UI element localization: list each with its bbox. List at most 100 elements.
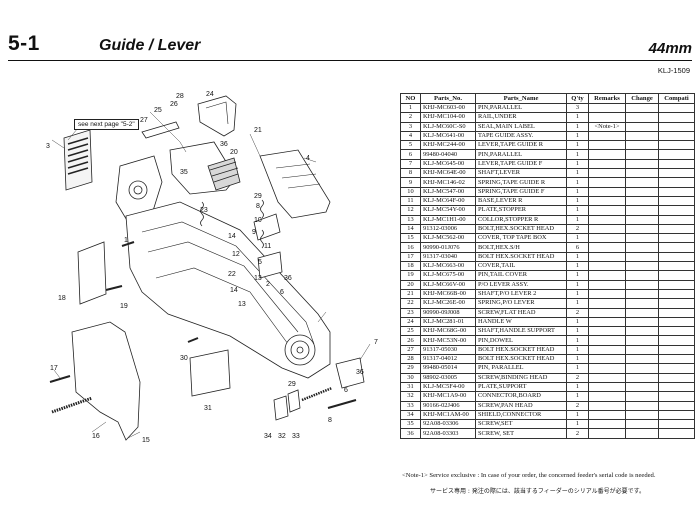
cell-change	[625, 279, 659, 290]
svg-text:19: 19	[120, 303, 128, 310]
cell-no: 9	[400, 177, 421, 188]
cell-remarks	[588, 242, 626, 253]
cell-part-no: KLJ-MC66V-00	[420, 279, 476, 290]
cell-part-no: KHJ-MC66B-00	[420, 288, 476, 300]
cell-part-no: 90990-09J008	[420, 307, 476, 318]
cell-change	[625, 251, 659, 263]
cell-part-name: BOLT,HEX.S/H	[475, 242, 567, 253]
svg-text:26: 26	[170, 101, 178, 108]
cell-change	[625, 298, 659, 309]
cell-change	[625, 112, 659, 123]
cell-no: 16	[400, 242, 421, 253]
cell-part-no: KHJ-MC1A9-00	[420, 391, 476, 402]
service-note-japanese: サービス専用 : 発注の際には、該当するフィーダーのシリアル番号が必要です。	[430, 488, 646, 495]
cell-qty: 1	[566, 419, 589, 430]
cell-qty: 1	[566, 251, 589, 263]
cell-no: 34	[400, 409, 421, 421]
cell-change	[625, 335, 659, 346]
col-no: NO	[400, 93, 421, 104]
cell-remarks	[588, 363, 626, 374]
cell-change	[625, 270, 659, 281]
cell-part-no: 99480-04040	[420, 149, 476, 160]
svg-text:3: 3	[46, 143, 50, 150]
cell-compati	[658, 223, 695, 235]
cell-change	[625, 195, 659, 207]
cell-no: 25	[400, 326, 421, 337]
cell-qty: 1	[566, 279, 589, 290]
feeder-size: 44mm	[648, 40, 692, 57]
svg-text:12: 12	[232, 251, 240, 258]
cell-qty: 1	[566, 335, 589, 346]
cell-part-name: BOLT,HEX.SOCKET HEAD	[475, 223, 567, 235]
cell-compati	[658, 363, 695, 374]
svg-text:20: 20	[230, 149, 238, 156]
cell-change	[625, 391, 659, 402]
cell-change	[625, 261, 659, 272]
cell-remarks	[588, 279, 626, 290]
cell-qty: 1	[566, 391, 589, 402]
svg-text:25: 25	[154, 107, 162, 114]
cell-compati	[658, 112, 695, 123]
cell-part-no: KLJ-MC547-00	[420, 186, 476, 197]
cell-part-name: SHAFT,LEVER	[475, 168, 567, 179]
cell-compati	[658, 279, 695, 290]
cell-compati	[658, 158, 695, 170]
cell-part-no: KLJ-MC64F-00	[420, 195, 476, 207]
cell-remarks	[588, 149, 626, 160]
cell-qty: 1	[566, 233, 589, 244]
cell-qty: 1	[566, 261, 589, 272]
cell-part-name: SHAFT,P/O LEVER 2	[475, 288, 567, 300]
svg-text:23: 23	[200, 207, 208, 214]
col-change: Change	[625, 93, 659, 104]
cell-change	[625, 186, 659, 197]
cell-qty: 2	[566, 307, 589, 318]
cell-qty: 3	[566, 102, 589, 114]
cell-compati	[658, 149, 695, 160]
cell-compati	[658, 121, 695, 132]
cell-no: 24	[400, 316, 421, 328]
cell-part-name: PIN,PARALLEL	[475, 102, 567, 114]
cell-no: 3	[400, 121, 421, 132]
cell-remarks	[588, 102, 626, 114]
svg-text:7: 7	[374, 339, 378, 346]
cell-part-no: KLJ-MC1H1-00	[420, 214, 476, 225]
cell-compati	[658, 428, 695, 439]
cell-change	[625, 223, 659, 235]
cell-part-no: 92A08-03306	[420, 419, 476, 430]
cell-part-name: LEVER,TAPE GUIDE F	[475, 158, 567, 170]
svg-text:24: 24	[206, 91, 214, 98]
cell-no: 2	[400, 112, 421, 123]
cell-qty: 1	[566, 149, 589, 160]
svg-text:30: 30	[180, 355, 188, 362]
cell-qty: 1	[566, 381, 589, 393]
cell-compati	[658, 233, 695, 244]
cell-compati	[658, 205, 695, 216]
cell-remarks	[588, 223, 626, 235]
cell-remarks	[588, 288, 626, 300]
cell-no: 8	[400, 168, 421, 179]
col-qty: Q'ty	[566, 93, 589, 104]
cell-part-no: KHJ-MC244-00	[420, 140, 476, 151]
cell-remarks	[588, 168, 626, 179]
header-rule	[8, 60, 692, 61]
cell-compati	[658, 372, 695, 383]
cell-remarks	[588, 307, 626, 318]
cell-no: 13	[400, 214, 421, 225]
cell-compati	[658, 168, 695, 179]
parts-table: NO Parts_No. Parts_Name Q'ty Remarks Cha…	[400, 93, 695, 439]
cell-no: 12	[400, 205, 421, 216]
cell-no: 26	[400, 335, 421, 346]
cell-remarks	[588, 335, 626, 346]
cell-part-no: 92A08-03303	[420, 428, 476, 439]
cell-compati	[658, 326, 695, 337]
cell-no: 28	[400, 353, 421, 365]
cell-remarks	[588, 381, 626, 393]
cell-qty: 1	[566, 409, 589, 421]
